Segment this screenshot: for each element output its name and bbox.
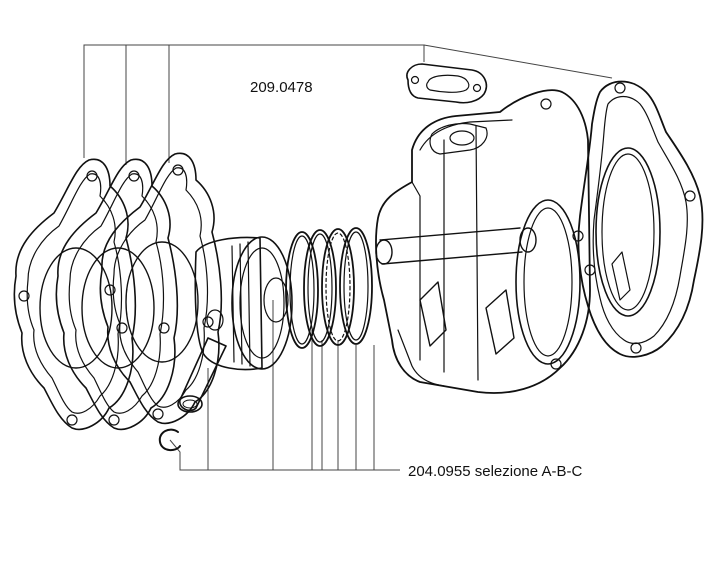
piston-kit-code-label: 204.0955 selezione A-B-C <box>408 463 582 480</box>
piston-rings <box>285 227 373 349</box>
leader-lines-upper <box>83 44 613 165</box>
cylinder <box>375 89 591 394</box>
head-gasket <box>577 80 704 358</box>
exhaust-gasket <box>406 63 488 104</box>
base-gasket-1 <box>13 158 137 430</box>
base-gasket-3 <box>99 152 223 424</box>
wrist-pin <box>177 337 227 413</box>
piston <box>194 236 293 371</box>
circlip <box>158 428 181 452</box>
gasket-set-code-label: 209.0478 <box>250 79 313 96</box>
base-gasket-2 <box>55 158 179 430</box>
